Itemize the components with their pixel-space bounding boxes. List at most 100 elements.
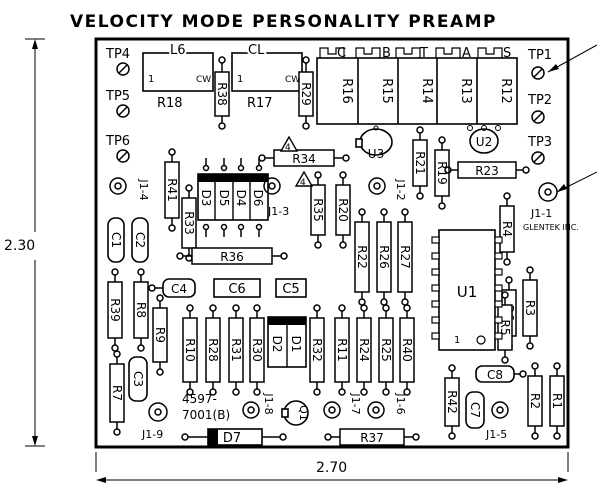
svg-text:Q1: Q1 (297, 405, 310, 421)
manufacturer-label: GLENTEK INC. (523, 223, 579, 232)
resistor-label: R41 (165, 178, 179, 202)
svg-text:TP6: TP6 (105, 134, 130, 149)
svg-text:4: 4 (285, 143, 291, 153)
resistor-r9: R9 (152, 294, 168, 376)
svg-text:L6: L6 (170, 43, 186, 58)
svg-text:C7: C7 (468, 402, 482, 418)
resistor-r7: R7 (109, 350, 125, 436)
resistor-label: R9 (153, 327, 167, 343)
capacitor-c8: C8 (475, 365, 527, 383)
resistor-r42: R42 (444, 364, 460, 440)
resistor-r23: R23 (444, 161, 530, 179)
resistor-r26: R26 (376, 208, 392, 306)
svg-text:1: 1 (454, 335, 460, 346)
resistor-label: R30 (250, 338, 264, 362)
connector-j1-1: J1-1 (530, 207, 552, 220)
testpoint-tp6: TP6 (105, 134, 130, 163)
resistor-r33: R33 (181, 184, 197, 262)
svg-text:TP5: TP5 (105, 89, 130, 104)
svg-text:CW: CW (196, 75, 211, 85)
resistor-r25: R25 (378, 304, 394, 396)
resistor-r36: R36 (176, 247, 288, 265)
resistor-r32: R32 (309, 304, 325, 396)
resistor-r21: R21 (412, 126, 428, 200)
resistor-r34: R34 (258, 149, 350, 167)
resistor-label: R10 (183, 338, 197, 362)
svg-text:D7: D7 (223, 431, 241, 446)
diode-array-top: D3 D5 D4 D6 (197, 158, 269, 237)
capacitor-c6: C6 (213, 278, 261, 298)
resistor-label: R22 (355, 245, 369, 269)
svg-text:1: 1 (148, 74, 154, 85)
width-label: 2.70 (316, 460, 347, 476)
resistor-label: R37 (360, 431, 384, 445)
transistor-u2: U2 (467, 125, 501, 154)
resistor-label: R27 (398, 245, 412, 269)
svg-text:1: 1 (237, 74, 243, 85)
resistor-r11: R11 (334, 304, 350, 396)
pcb-outline (94, 37, 570, 449)
resistor-r35: R35 (310, 171, 326, 249)
resistor-r29: R29 (298, 56, 314, 130)
resistor-bank: R16 R15 R14 R13 R12 (316, 57, 518, 125)
svg-text:D6: D6 (251, 190, 265, 207)
resistor-label: R20 (336, 198, 350, 222)
svg-text:TP1: TP1 (527, 48, 552, 63)
capacitor-c2: C2 (131, 217, 149, 263)
transistor-u3: U3 (355, 125, 393, 161)
resistor-label: R36 (220, 250, 244, 264)
svg-text:D2: D2 (270, 336, 284, 353)
svg-text:C4: C4 (171, 282, 187, 296)
resistor-label: R40 (400, 338, 414, 362)
potentiometer-r18: L6 1 CW R18 (142, 41, 214, 111)
connector-j1-5: J1-5 (485, 428, 507, 441)
ic-u1: U1 1 (438, 229, 496, 351)
svg-text:CW: CW (285, 75, 300, 85)
resistor-label: R23 (475, 164, 499, 178)
svg-text:U3: U3 (368, 147, 384, 161)
resistor-r2: R2 (527, 362, 543, 440)
svg-text:C: C (337, 46, 346, 61)
transistor-q1: Q1 (281, 400, 310, 426)
resistor-r37: R37 (324, 428, 420, 446)
svg-text:R13: R13 (458, 78, 473, 104)
resistor-label: R29 (299, 82, 313, 106)
capacitor-c3: C3 (128, 356, 148, 402)
resistor-r40: R40 (399, 304, 415, 396)
resistor-r20: R20 (335, 171, 351, 249)
svg-text:R18: R18 (157, 96, 183, 111)
svg-text:D3: D3 (199, 190, 213, 207)
resistor-label: R1 (550, 393, 564, 409)
resistor-label: R4 (500, 221, 514, 237)
testpoint-tp5: TP5 (105, 89, 130, 118)
resistor-label: R8 (134, 302, 148, 318)
svg-text:C3: C3 (131, 371, 145, 387)
svg-text:TP2: TP2 (527, 93, 552, 108)
resistor-r24: R24 (356, 304, 372, 396)
ic-u1-pins (431, 236, 503, 340)
svg-text:R12: R12 (498, 78, 513, 104)
svg-text:D4: D4 (234, 190, 248, 207)
resistor-label: R34 (292, 152, 316, 166)
triangle-mark-b: 4 (294, 170, 314, 188)
svg-text:C8: C8 (487, 368, 503, 382)
connector-j1-8: J1-8 (262, 392, 275, 414)
connector-j1-9: J1-9 (141, 428, 163, 441)
diode-d7: D7 (181, 428, 287, 446)
potentiometer-r17: CL 1 CW R17 (231, 41, 303, 111)
resistor-label: R26 (377, 245, 391, 269)
triangle-mark-a: 4 (279, 135, 299, 153)
testpoint-tp3: TP3 (527, 135, 552, 165)
connector-j1-4: J1-4 (137, 178, 150, 200)
part-number-line2: 7001(B) (182, 408, 230, 422)
connector-j1-7: J1-7 (349, 392, 362, 414)
capacitor-c1: C1 (107, 217, 125, 263)
svg-text:S: S (503, 46, 511, 61)
resistor-label: R32 (310, 338, 324, 362)
svg-text:R16: R16 (339, 78, 354, 104)
resistor-label: R11 (335, 338, 349, 362)
resistor-r28: R28 (205, 304, 221, 396)
resistor-r3: R3 (522, 266, 538, 350)
